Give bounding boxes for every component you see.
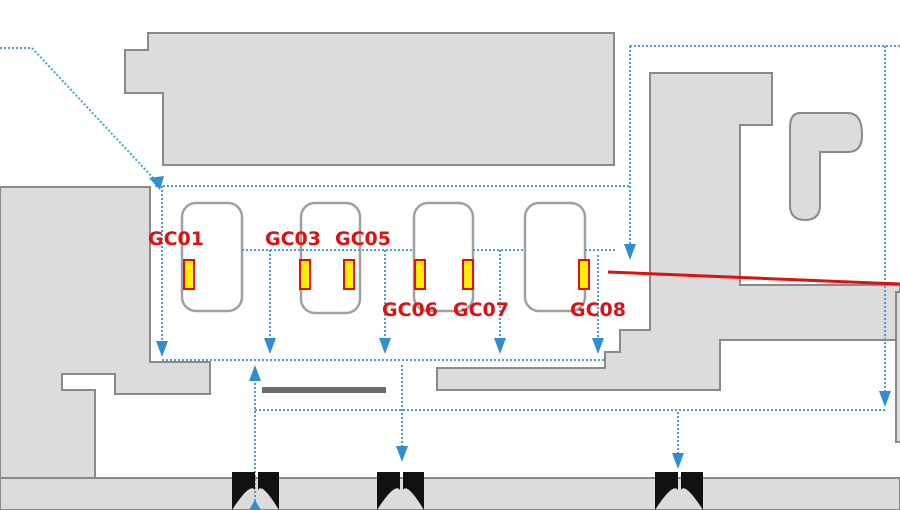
route-top-left (0, 47, 156, 181)
top-building (124, 32, 615, 166)
l-shaped-structure (789, 112, 863, 221)
gate-marker-gc05[interactable] (343, 259, 355, 290)
gate-label-gc06: GC06 (382, 299, 438, 321)
gate-symbol (377, 472, 424, 510)
gate-marker-gc06[interactable] (414, 259, 426, 290)
gate-marker-gc01[interactable] (183, 259, 195, 290)
gate-label-gc05: GC05 (335, 228, 391, 250)
arrow-head (879, 391, 891, 407)
building-sliver-right (895, 291, 900, 443)
gate-symbol (232, 472, 279, 510)
arrow-head (264, 338, 276, 354)
arrow-head (396, 446, 408, 462)
route-arrows (149, 176, 891, 510)
gate-labels: GC01 GC03 GC05 GC06 GC07 GC08 (148, 228, 626, 321)
arrow-head (249, 365, 261, 381)
arrow-head (624, 244, 636, 260)
barrier-bar (262, 387, 386, 393)
gate-symbol (655, 472, 703, 510)
gate-marker-gc08[interactable] (578, 259, 590, 290)
gate-label-gc07: GC07 (453, 299, 509, 321)
gate-label-gc01: GC01 (148, 228, 204, 250)
right-building (436, 72, 900, 391)
gate-markers (183, 259, 590, 290)
bay-1 (180, 201, 244, 313)
arrow-head (592, 338, 604, 354)
bays (180, 201, 587, 315)
arrow-head (494, 338, 506, 354)
arrow-head (149, 176, 164, 190)
gc08-connector-line (607, 270, 900, 286)
bay-4 (523, 201, 587, 313)
bay-3 (412, 201, 475, 313)
gate-label-gc03: GC03 (265, 228, 321, 250)
routes (0, 45, 900, 510)
arrow-head (156, 341, 168, 357)
gate-symbols (232, 472, 703, 510)
arrow-head (672, 453, 684, 469)
buildings (0, 32, 900, 510)
arrow-head (379, 338, 391, 354)
gate-label-gc08: GC08 (570, 299, 626, 321)
gate-marker-gc03[interactable] (299, 259, 311, 290)
gate-marker-gc07[interactable] (462, 259, 474, 290)
bay-2 (299, 201, 362, 315)
bottom-strip (0, 477, 900, 510)
arrow-head (249, 500, 261, 510)
